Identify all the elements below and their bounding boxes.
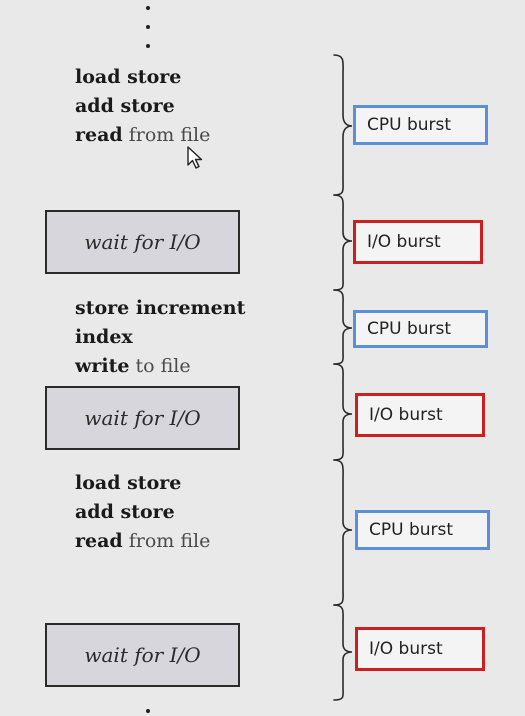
code-keyword: read	[75, 530, 123, 552]
brace-io-1	[333, 194, 353, 291]
wait-io-label: wait for I/O	[84, 643, 201, 667]
code-keyword: load store	[75, 472, 182, 494]
burst-text: CPU burst	[369, 520, 454, 540]
cpu-burst-label-1: CPU burst	[353, 105, 488, 145]
cpu-burst-label-3: CPU burst	[355, 510, 490, 550]
code-line: index	[75, 323, 245, 352]
brace-cpu-3	[333, 459, 353, 606]
code-block-1: load store add store read from file	[75, 63, 210, 150]
burst-text: CPU burst	[367, 115, 452, 135]
code-block-2: store increment index write to file	[75, 294, 245, 381]
io-burst-label-3: I/O burst	[355, 627, 485, 671]
code-line: read from file	[75, 527, 210, 556]
wait-io-box-3: wait for I/O	[45, 623, 240, 687]
code-line: add store	[75, 92, 210, 121]
wait-io-label: wait for I/O	[84, 230, 201, 254]
wait-io-label: wait for I/O	[84, 406, 201, 430]
burst-text: I/O burst	[369, 639, 443, 659]
code-line: read from file	[75, 121, 210, 150]
wait-io-box-2: wait for I/O	[45, 386, 240, 450]
burst-text: I/O burst	[369, 405, 443, 425]
brace-io-3	[333, 604, 353, 701]
burst-text: I/O burst	[367, 232, 441, 252]
code-line: add store	[75, 498, 210, 527]
mouse-cursor-icon	[187, 146, 203, 169]
code-block-3: load store add store read from file	[75, 469, 210, 556]
code-keyword: store increment	[75, 297, 246, 319]
io-burst-label-2: I/O burst	[355, 393, 485, 437]
burst-text: CPU burst	[367, 319, 452, 339]
brace-io-2	[333, 363, 353, 461]
code-keyword: write	[75, 355, 130, 377]
ellipsis-dot-top-3	[146, 44, 150, 48]
brace-cpu-2	[333, 289, 353, 365]
code-line: load store	[75, 63, 210, 92]
ellipsis-dot-top-2	[146, 25, 150, 29]
io-burst-label-1: I/O burst	[353, 220, 483, 264]
code-rest: from file	[122, 124, 211, 146]
code-keyword: read	[75, 124, 123, 146]
code-line: store increment	[75, 294, 245, 323]
code-line: load store	[75, 469, 210, 498]
ellipsis-dot-bottom	[146, 709, 150, 713]
code-keyword: add store	[75, 95, 175, 117]
code-line: write to file	[75, 352, 245, 381]
wait-io-box-1: wait for I/O	[45, 210, 240, 274]
code-keyword: load store	[75, 66, 182, 88]
code-keyword: index	[75, 326, 133, 348]
cpu-burst-label-2: CPU burst	[353, 310, 488, 348]
code-keyword: add store	[75, 501, 175, 523]
code-rest: from file	[122, 530, 211, 552]
code-rest: to file	[129, 355, 191, 377]
ellipsis-dot-top-1	[146, 6, 150, 10]
brace-cpu-1	[333, 54, 353, 196]
